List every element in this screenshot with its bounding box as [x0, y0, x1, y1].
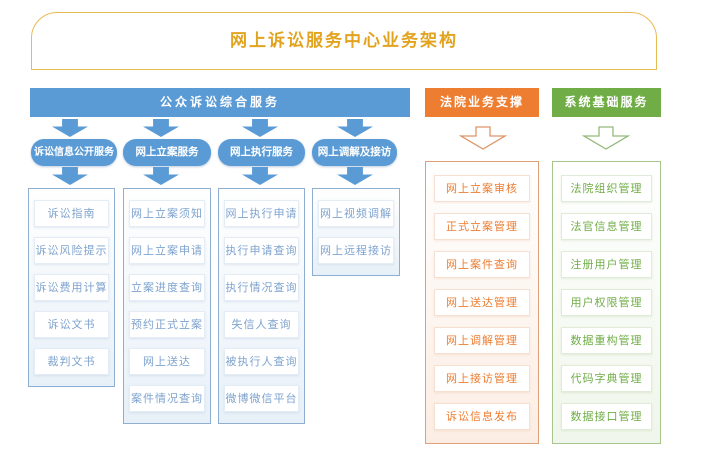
header-court-support: 法院业务支撑 — [425, 88, 539, 117]
list-item: 数据接口管理 — [561, 403, 652, 430]
down-arrow-icon — [52, 119, 88, 137]
diagram-title-box: 网上诉讼服务中心业务架构 — [31, 12, 657, 70]
panel-online-filing: 网上立案须知 网上立案申请 立案进度查询 预约正式立案 网上送达 案件情况查询 — [123, 188, 211, 424]
list-item: 网上案件查询 — [434, 251, 530, 278]
down-arrow-icon — [143, 167, 179, 185]
list-item: 执行情况查询 — [224, 274, 299, 301]
list-item: 诉讼文书 — [34, 311, 109, 338]
list-item: 网上送达 — [129, 348, 205, 375]
list-item: 预约正式立案 — [129, 311, 205, 338]
list-item: 微博微信平台 — [224, 385, 299, 412]
list-item: 正式立案管理 — [434, 213, 530, 240]
list-item: 用户权限管理 — [561, 289, 652, 316]
list-item: 网上立案申请 — [129, 237, 205, 264]
group-pill-litigation-info: 诉讼信息公开服务 — [31, 139, 117, 166]
list-item: 诉讼信息发布 — [434, 403, 530, 430]
list-item: 网上远程接访 — [318, 237, 394, 264]
down-arrow-icon — [52, 167, 88, 185]
down-arrow-outline-icon — [459, 126, 507, 150]
list-item: 网上立案审核 — [434, 175, 530, 202]
list-item: 诉讼指南 — [34, 200, 109, 227]
list-item: 代码字典管理 — [561, 365, 652, 392]
panel-court-support: 网上立案审核 正式立案管理 网上案件查询 网上送达管理 网上调解管理 网上接访管… — [425, 161, 539, 444]
list-item: 失信人查询 — [224, 311, 299, 338]
header-public-services: 公众诉讼综合服务 — [30, 88, 410, 117]
list-item: 立案进度查询 — [129, 274, 205, 301]
list-item: 数据重构管理 — [561, 327, 652, 354]
list-item: 法官信息管理 — [561, 213, 652, 240]
panel-litigation-info: 诉讼指南 诉讼风险提示 诉讼费用计算 诉讼文书 裁判文书 — [28, 188, 115, 387]
down-arrow-outline-icon — [582, 126, 630, 150]
list-item: 网上立案须知 — [129, 200, 205, 227]
list-item: 案件情况查询 — [129, 385, 205, 412]
group-pill-online-enforcement: 网上执行服务 — [218, 139, 305, 166]
list-item: 网上执行申请 — [224, 200, 299, 227]
list-item: 诉讼费用计算 — [34, 274, 109, 301]
group-pill-mediation-petition: 网上调解及接访 — [312, 139, 397, 166]
down-arrow-icon — [143, 119, 179, 137]
list-item: 执行申请查询 — [224, 237, 299, 264]
list-item: 网上视频调解 — [318, 200, 394, 227]
list-item: 裁判文书 — [34, 348, 109, 375]
header-system-services: 系统基础服务 — [552, 88, 661, 117]
list-item: 网上送达管理 — [434, 289, 530, 316]
list-item: 被执行人查询 — [224, 348, 299, 375]
list-item: 网上接访管理 — [434, 365, 530, 392]
panel-system-services: 法院组织管理 法官信息管理 注册用户管理 用户权限管理 数据重构管理 代码字典管… — [552, 161, 661, 444]
panel-mediation-petition: 网上视频调解 网上远程接访 — [312, 188, 400, 276]
group-pill-online-filing: 网上立案服务 — [123, 139, 211, 166]
list-item: 注册用户管理 — [561, 251, 652, 278]
down-arrow-icon — [337, 119, 373, 137]
page-title: 网上诉讼服务中心业务架构 — [230, 31, 458, 51]
list-item: 网上调解管理 — [434, 327, 530, 354]
down-arrow-icon — [337, 167, 373, 185]
list-item: 法院组织管理 — [561, 175, 652, 202]
down-arrow-icon — [242, 119, 278, 137]
list-item: 诉讼风险提示 — [34, 237, 109, 264]
panel-online-enforcement: 网上执行申请 执行申请查询 执行情况查询 失信人查询 被执行人查询 微博微信平台 — [218, 188, 305, 424]
down-arrow-icon — [242, 167, 278, 185]
